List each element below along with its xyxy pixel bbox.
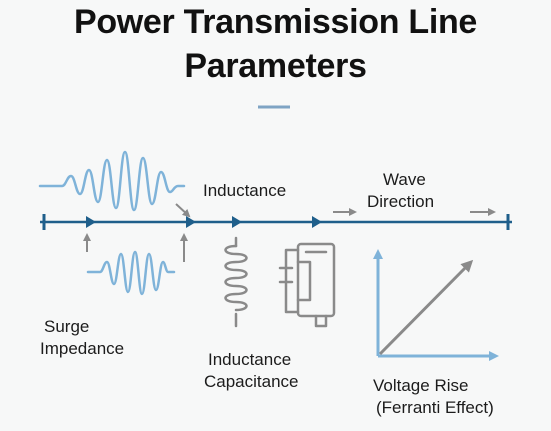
label-direction: Direction: [367, 192, 435, 211]
title-line-2: Parameters: [184, 47, 367, 85]
lower-wave-icon: [86, 250, 176, 296]
line-arrow-2: [186, 216, 196, 228]
line-arrow-4: [312, 216, 322, 228]
transmission-line: [40, 214, 512, 230]
label-wave: Wave: [383, 170, 426, 189]
wave-packet-icon: [38, 150, 186, 212]
voltage-rise-arrow: [378, 259, 474, 356]
title-line-1: Power Transmission Line: [73, 3, 478, 41]
inductor-coil-icon: [224, 236, 248, 328]
label-capacitance: Capacitance: [204, 372, 299, 391]
line-arrow-1: [86, 216, 96, 228]
label-voltage-rise: Voltage Rise: [373, 376, 469, 395]
arrow-to-line-diagonal: [175, 203, 191, 218]
label-ferranti-effect: (Ferranti Effect): [376, 398, 494, 417]
label-impedance: Impedance: [40, 339, 125, 358]
line-arrow-3: [232, 216, 242, 228]
label-inductance-bottom: Inductance: [208, 350, 292, 369]
label-inductance-top: Inductance: [203, 181, 287, 200]
capacitor-icon: [278, 242, 336, 328]
label-surge: Surge: [44, 317, 90, 336]
ferranti-graph-icon: [373, 249, 499, 361]
